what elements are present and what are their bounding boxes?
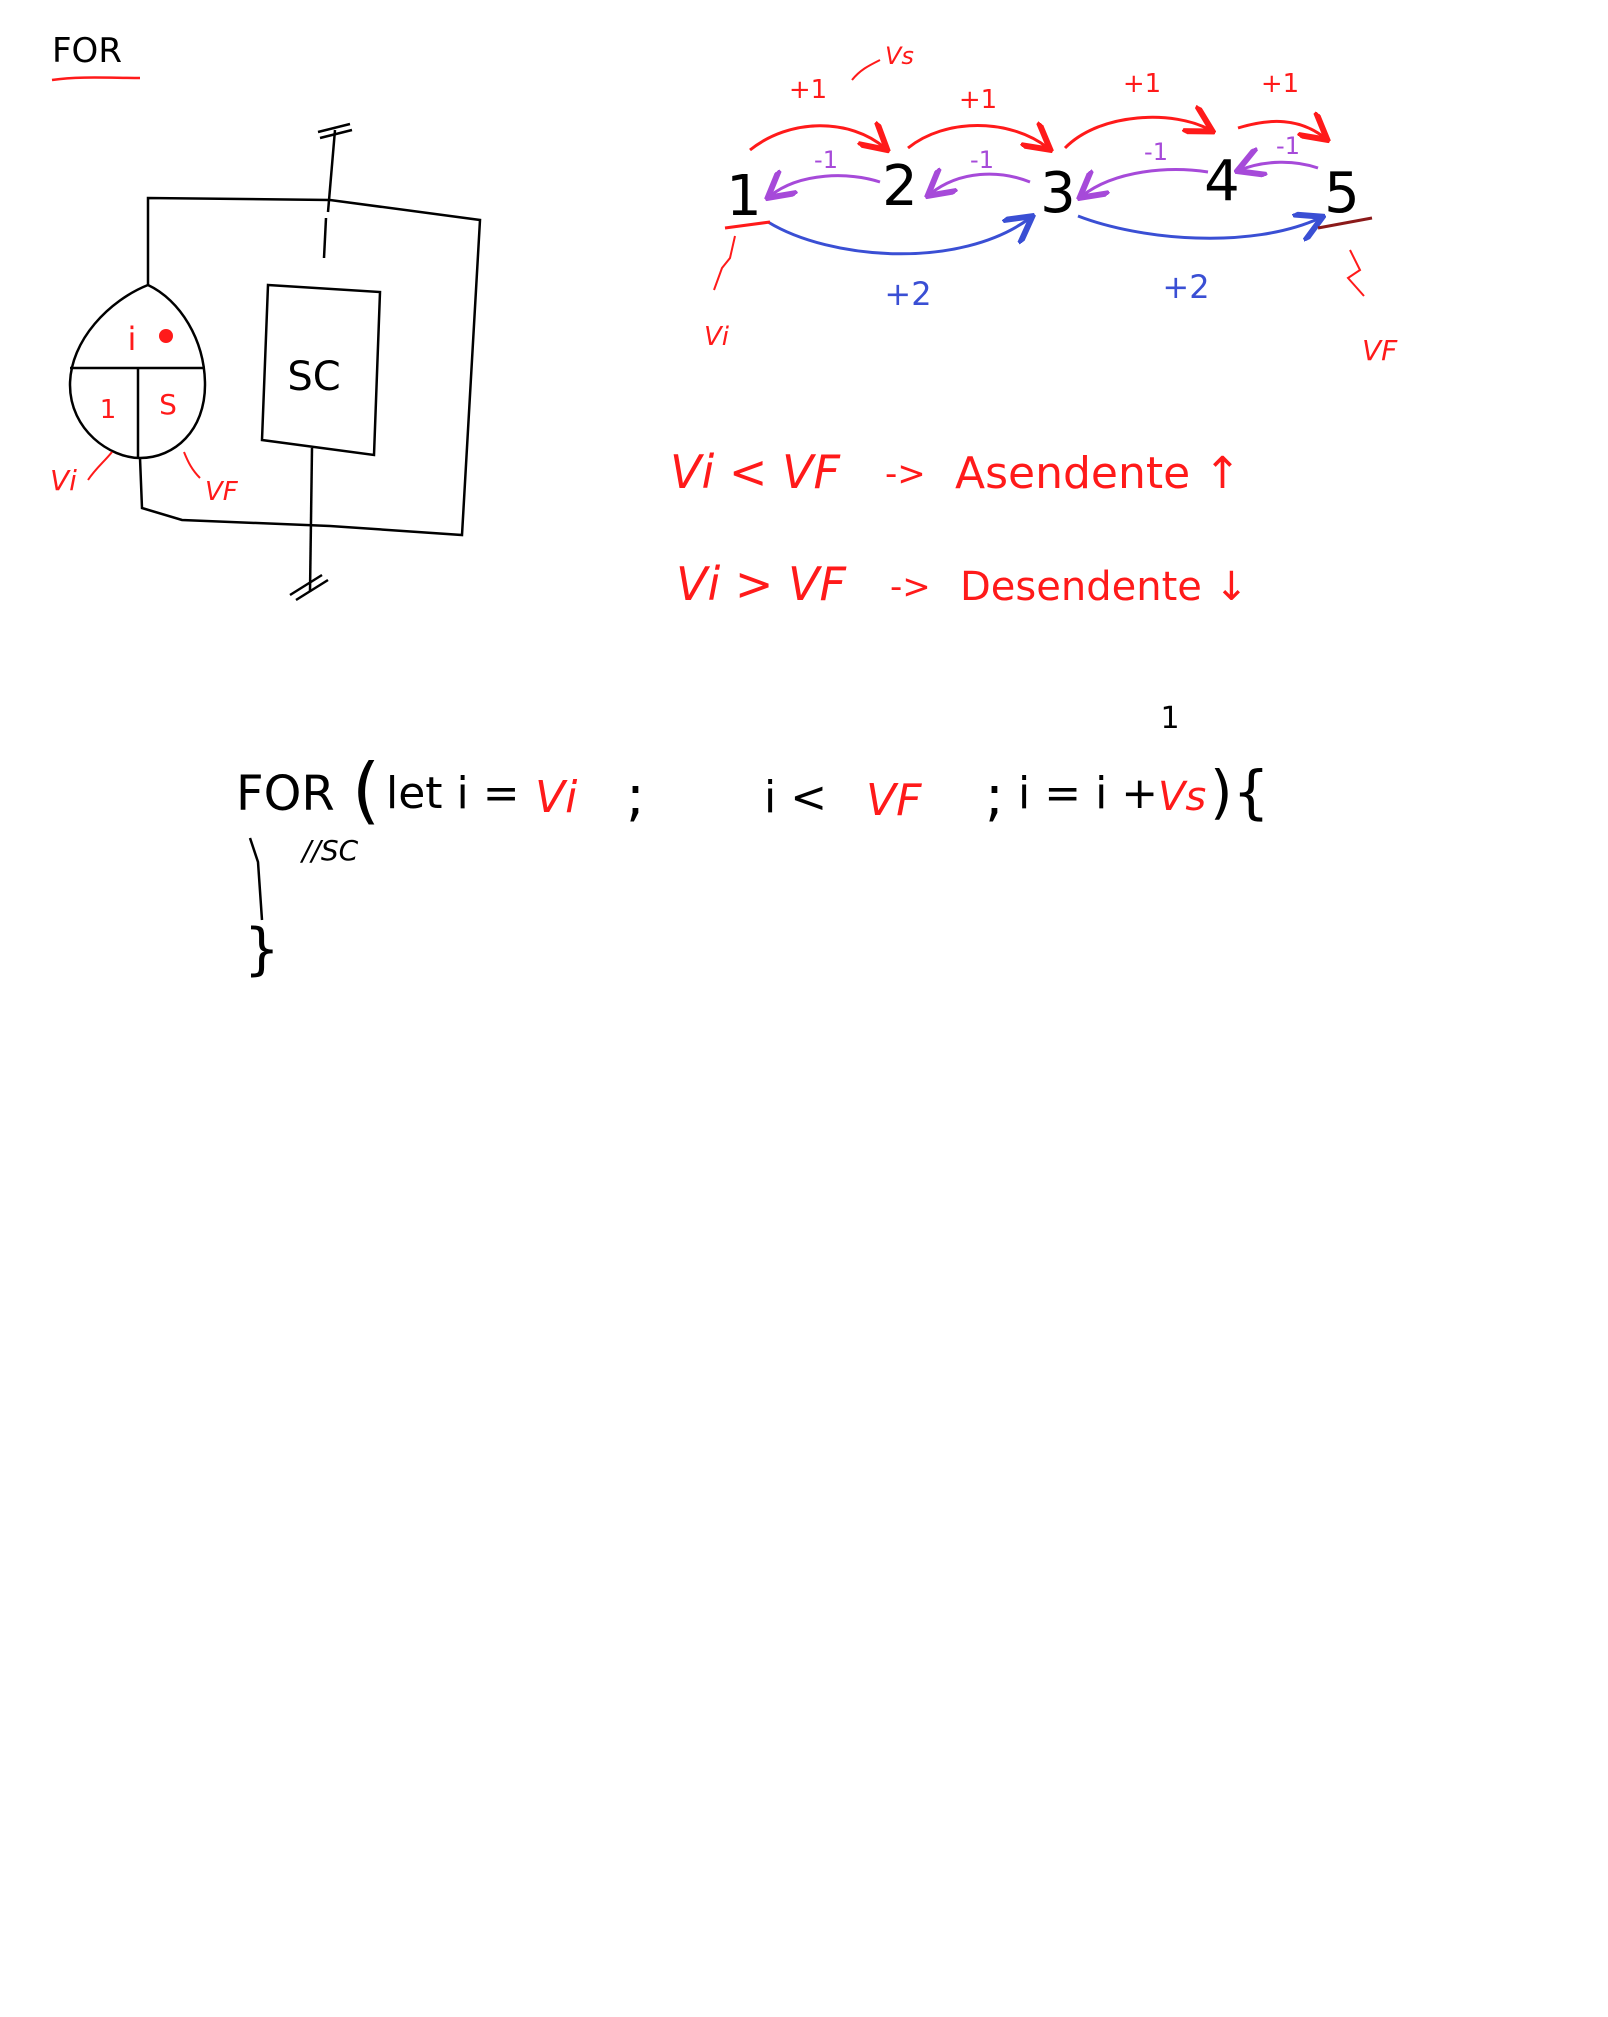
- number-line-vf-label: VF: [1362, 334, 1398, 367]
- code-let: let i =: [386, 768, 520, 819]
- flow-vi-label: Vi: [50, 464, 77, 497]
- label-plus1-d: +1: [1261, 69, 1299, 99]
- flow-to-sc: [322, 217, 328, 259]
- flow-vi-pointer: [87, 451, 113, 481]
- label-plus2-b: +2: [1162, 268, 1209, 306]
- number-2: 2: [882, 154, 918, 219]
- rule-2-arrow: ->: [890, 567, 931, 607]
- title-text: FOR: [52, 31, 122, 71]
- for-flowchart: [68, 122, 482, 602]
- loop-symbol-left-label: 1: [100, 395, 117, 425]
- rule-1-left: Vi < VF: [670, 445, 841, 499]
- rule-2-right: Desendente ↓: [960, 564, 1248, 610]
- code-semi-2: ;: [985, 764, 1004, 829]
- rule-1-right: Asendente ↑: [955, 448, 1241, 499]
- number-line: 1 2 3 4 5 +1 Vs +1 +1 +1 -1 -1 -1 -1 +2 …: [704, 42, 1398, 367]
- title-underline: [51, 76, 141, 82]
- number-4: 4: [1204, 149, 1240, 214]
- flow-top-cut: [317, 122, 353, 140]
- code-vs: Vs: [1158, 774, 1206, 820]
- number-line-vi-label: Vi: [704, 322, 730, 352]
- arrow-plus1-3-4: [1063, 117, 1210, 150]
- number-3: 3: [1040, 161, 1076, 226]
- code-update: i = i +: [1018, 768, 1158, 819]
- rule-1-arrow: ->: [885, 454, 926, 494]
- label-plus1-b: +1: [959, 85, 997, 115]
- label-minus1-b: -1: [970, 146, 994, 174]
- arrow-plus1-2-3: [907, 126, 1048, 149]
- code-close: ){: [1210, 758, 1270, 826]
- code-open-paren: (: [352, 748, 380, 832]
- vf-pointer: [1346, 249, 1365, 297]
- arrow-minus1-2-1: [770, 176, 881, 196]
- code-for: FOR: [236, 766, 335, 822]
- code-vi: Vi: [535, 772, 578, 823]
- arrow-plus1-4-5: [1237, 121, 1325, 138]
- loop-symbol-top-dot: [159, 329, 173, 343]
- loop-symbol-right-label: S: [159, 388, 177, 421]
- code-vf: VF: [866, 775, 922, 826]
- code-body-line: [248, 837, 264, 921]
- vs-pointer: [851, 59, 881, 81]
- label-minus1-d: -1: [1276, 132, 1300, 160]
- title-group: FOR: [51, 31, 141, 82]
- code-body: //SC: [299, 834, 359, 867]
- arrow-minus1-5-4: [1240, 162, 1319, 170]
- flow-bottom-cut: [289, 573, 329, 602]
- label-minus1-c: -1: [1144, 138, 1168, 166]
- for-code: 1 FOR ( let i = Vi ; i < VF ; i = i + Vs…: [236, 701, 1270, 982]
- loop-symbol-top-label: i: [128, 320, 137, 358]
- label-plus1-c: +1: [1123, 69, 1161, 99]
- code-cond: i <: [764, 772, 827, 823]
- vi-pointer: [713, 235, 736, 291]
- arrow-minus1-4-3: [1082, 168, 1209, 196]
- number-1: 1: [726, 164, 762, 229]
- arrow-plus2-1-3: [767, 218, 1030, 256]
- arrow-minus1-3-2: [930, 174, 1031, 194]
- loop-symbol: [68, 283, 207, 460]
- flow-vf-label: VF: [205, 477, 239, 507]
- end-underline: [1317, 216, 1373, 230]
- rules: Vi < VF -> Asendente ↑ Vi > VF -> Desend…: [670, 445, 1248, 611]
- flow-top-line: [326, 129, 337, 213]
- code-end: }: [244, 917, 280, 982]
- flow-vf-pointer: [183, 451, 201, 479]
- start-underline: [724, 220, 771, 230]
- label-minus1-a: -1: [814, 146, 838, 174]
- arrow-plus1-1-2: [749, 126, 885, 150]
- sc-block-label: SC: [287, 354, 340, 400]
- code-superscript: 1: [1160, 701, 1179, 736]
- label-vs: Vs: [885, 42, 914, 70]
- flow-loop-frame: [138, 196, 482, 537]
- label-plus1-a: +1: [789, 75, 827, 105]
- label-plus2-a: +2: [884, 275, 931, 313]
- arrow-plus2-3-5: [1077, 216, 1320, 238]
- flow-sc-exit: [308, 447, 314, 593]
- rule-2-left: Vi > VF: [676, 557, 847, 611]
- number-5: 5: [1324, 161, 1360, 226]
- code-semi-1: ;: [626, 764, 645, 829]
- sc-block: [260, 283, 382, 457]
